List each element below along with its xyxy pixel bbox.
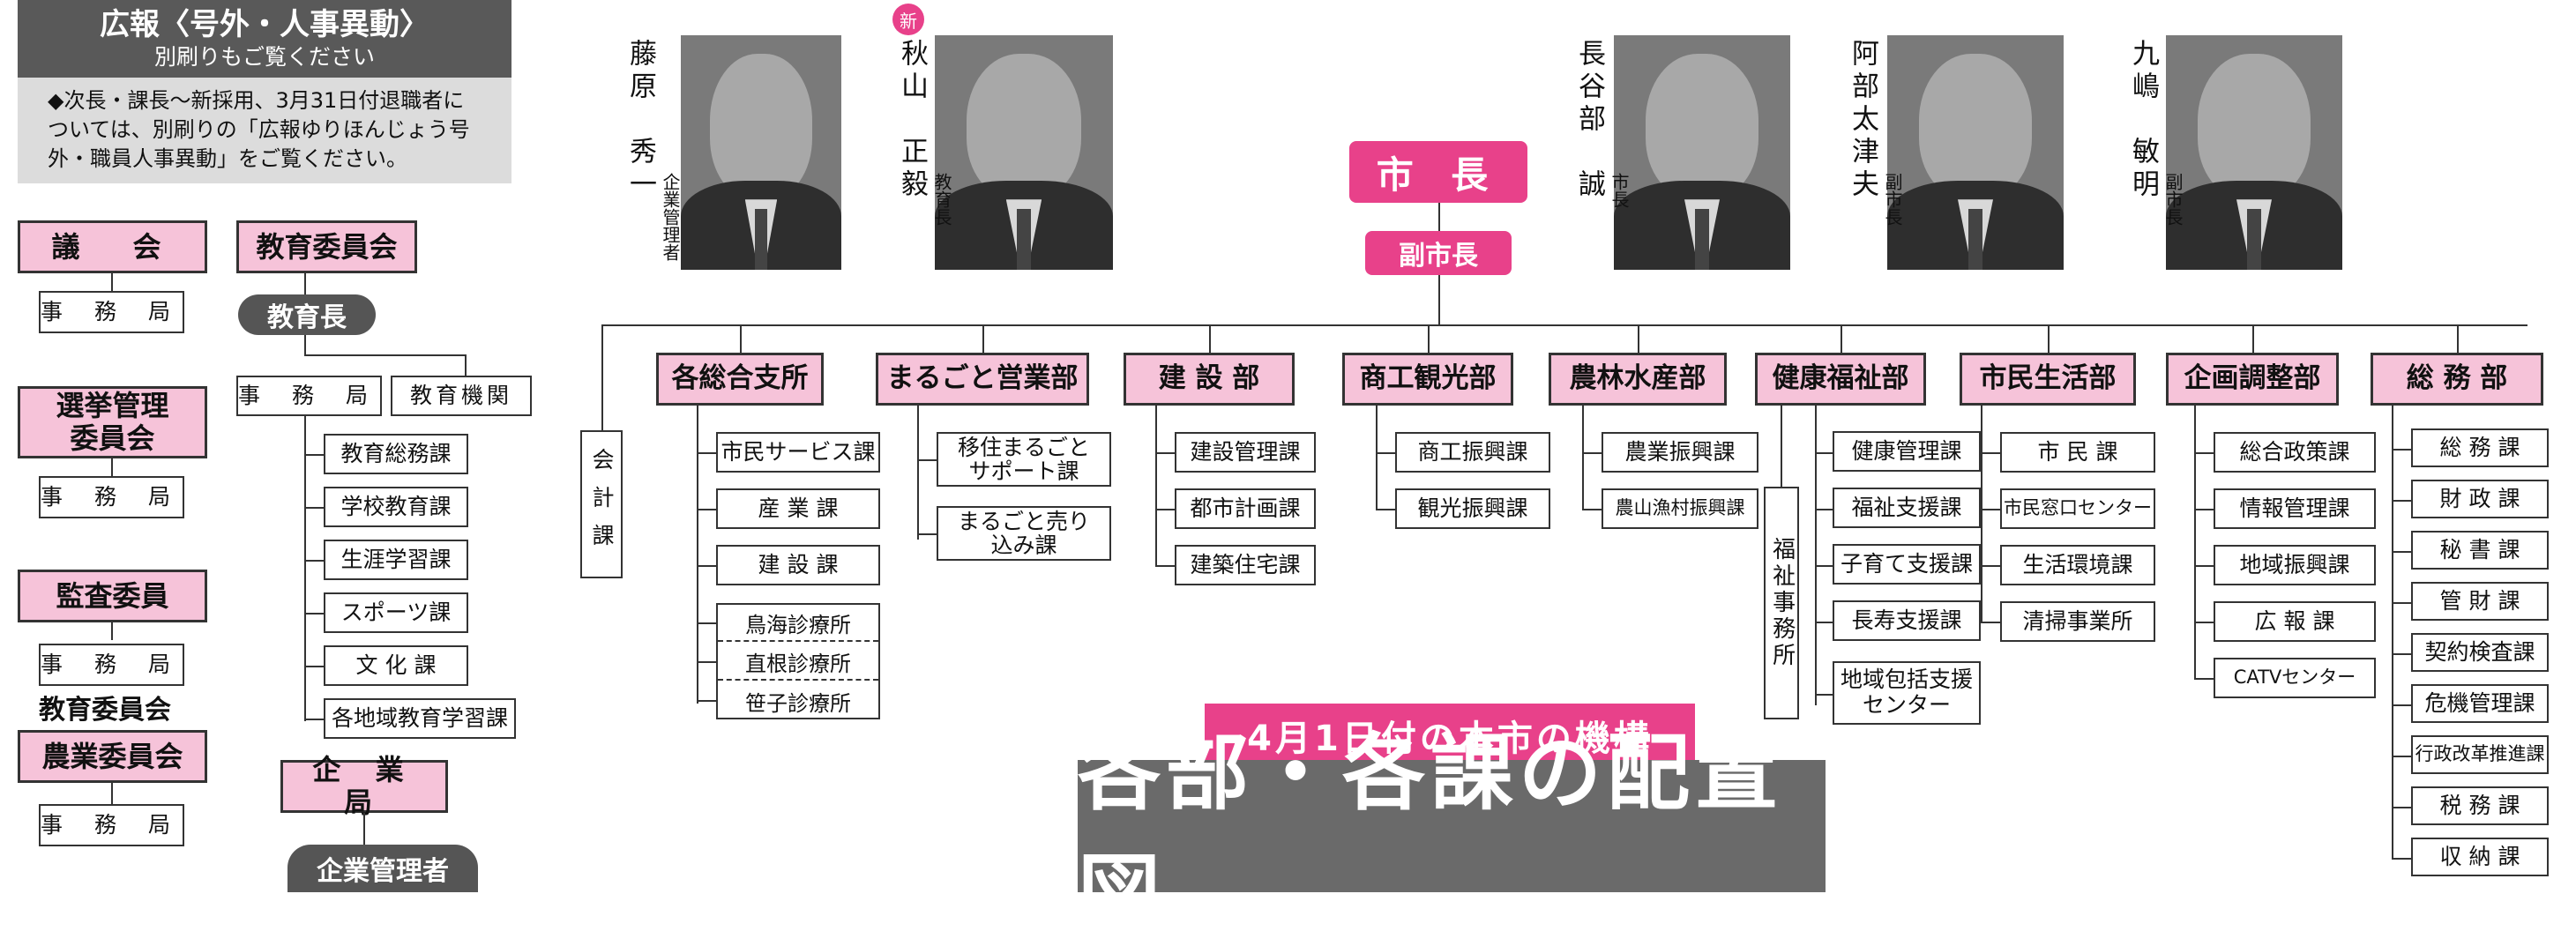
section-box: 地域包括支援センター [1833, 661, 1981, 725]
section-box: 商工振興課 [1395, 432, 1550, 473]
section-box: 財 政 課 [2411, 480, 2549, 518]
portrait-name: 九嶋 敏明 [2127, 39, 2159, 202]
section-box: 建築住宅課 [1175, 545, 1316, 585]
section-box: 税 務 課 [2411, 786, 2549, 825]
section-box: 総 務 課 [2411, 428, 2549, 467]
department-box: 健康福祉部 [1755, 353, 1926, 406]
department-box: 建 設 部 [1124, 353, 1295, 406]
clinic-group [716, 603, 880, 719]
portrait-title: 副市長 [2162, 173, 2184, 226]
portrait-photo [2166, 35, 2342, 270]
section-box: 収 納 課 [2411, 838, 2549, 876]
headline-main: 各部・各課の配置図 [1078, 726, 1826, 942]
section-box: 観光振興課 [1395, 488, 1550, 529]
notice-header: 広報〈号外・人事異動〉 別刷りもご覧ください [18, 0, 511, 78]
notice-subtitle: 別刷りもご覧ください [153, 44, 375, 70]
section-box: 子育て支援課 [1833, 544, 1981, 585]
section-box: 市 民 課 [2000, 432, 2155, 473]
portrait-title: 教育長 [931, 173, 952, 226]
section-box: 農業振興課 [1602, 432, 1758, 473]
section-box: 総合政策課 [2214, 432, 2376, 473]
section-box: 農山漁村振興課 [1602, 488, 1758, 529]
section-box: 情報管理課 [2214, 488, 2376, 529]
headline-sub: 4月1日付の本市の機構 [1205, 704, 1695, 767]
section-box: まるごと売り込み課 [937, 506, 1111, 561]
section-box: 契約検査課 [2411, 633, 2549, 672]
section-box: 市民サービス課 [716, 432, 880, 473]
section-box: 建設管理課 [1175, 432, 1316, 473]
department-box: 総 務 部 [2371, 353, 2543, 406]
mayor-box: 市 長 [1349, 141, 1527, 203]
section-box: 生活環境課 [2000, 545, 2155, 585]
education-section-box: スポーツ課 [324, 592, 468, 633]
section-box: CATVセンター [2214, 658, 2376, 698]
section-box: 健康管理課 [1833, 431, 1981, 472]
section-box: 行政改革推進課 [2411, 735, 2549, 774]
portrait-title: 副市長 [1882, 173, 1903, 226]
section-box: 危機管理課 [2411, 684, 2549, 723]
section-box: 移住まるごとサポート課 [937, 432, 1111, 487]
notice-title: 広報〈号外・人事異動〉 [100, 7, 429, 42]
section-box: 清掃事業所 [2000, 601, 2155, 642]
education-section-box: 生涯学習課 [324, 540, 468, 580]
department-box: 商工観光部 [1342, 353, 1513, 406]
section-box: 管 財 課 [2411, 582, 2549, 621]
notice-box: 広報〈号外・人事異動〉 別刷りもご覧ください ◆次長・課長～新採用、3月31日付… [18, 0, 511, 183]
kansa-box: 監査委員 [18, 570, 207, 622]
clinic-box: 鳥海診療所 [718, 605, 878, 642]
education-section-box: 教育総務課 [324, 434, 468, 474]
clinic-box: 笹子診療所 [745, 690, 851, 716]
section-box: 都市計画課 [1175, 488, 1316, 529]
education-section-box: 各地域教育学習課 [324, 698, 516, 739]
portrait-name: 藤原 秀一 [624, 39, 656, 202]
portrait-name: 秋山 正毅 [896, 39, 928, 202]
kansa-jimukyoku: 事 務 局 [39, 644, 184, 686]
education-kikan: 教育機関 [391, 376, 532, 416]
gikai-jimukyoku: 事 務 局 [39, 291, 184, 333]
section-box: 秘 書 課 [2411, 531, 2549, 570]
section-box: 市民窓口センター [2000, 488, 2155, 529]
office-box: 福祉事務所 [1764, 487, 1799, 719]
senkyo-box: 選挙管理委員会 [18, 386, 207, 458]
department-box: 企画調整部 [2166, 353, 2339, 406]
kansa-note: 教育委員会 [39, 695, 171, 726]
portrait-photo [1887, 35, 2064, 270]
portrait-title: 市長 [1609, 173, 1630, 208]
education-jimukyoku: 事 務 局 [236, 376, 382, 416]
department-box: まるごと営業部 [876, 353, 1089, 406]
section-box: 広 報 課 [2214, 601, 2376, 642]
section-box: 福祉支援課 [1833, 488, 1981, 528]
vice-mayor-box: 副市長 [1365, 231, 1512, 275]
gikai-box: 議 会 [18, 220, 207, 273]
portrait-title: 企業管理者 [660, 173, 681, 261]
kaikei-box: 会計課 [580, 430, 623, 578]
portrait-photo [935, 35, 1113, 270]
senkyo-jimukyoku: 事 務 局 [39, 476, 184, 518]
section-box: 地域振興課 [2214, 545, 2376, 585]
new-badge: 新 [892, 4, 924, 35]
section-box: 建 設 課 [716, 545, 880, 585]
section-box: 産 業 課 [716, 488, 880, 529]
education-board-box: 教育委員会 [236, 220, 417, 273]
department-box: 市民生活部 [1960, 353, 2136, 406]
section-box: 長寿支援課 [1833, 600, 1981, 641]
education-section-box: 文 化 課 [324, 645, 468, 686]
clinic-box: 直根診療所 [718, 644, 878, 681]
notice-body: ◆次長・課長～新採用、3月31日付退職者については、別刷りの「広報ゆりほんじょう… [48, 88, 470, 171]
department-box: 各総合支所 [656, 353, 824, 406]
department-box: 農林水産部 [1549, 353, 1727, 406]
portrait-photo [681, 35, 841, 270]
nogyo-box: 農業委員会 [18, 730, 207, 783]
enterprise-manager-pill: 企業管理者 [287, 845, 478, 892]
portrait-photo [1614, 35, 1790, 270]
enterprise-box: 企 業 局 [280, 754, 448, 818]
education-chief-pill: 教育長 [238, 294, 376, 335]
portrait-name: 長谷部 誠 [1573, 39, 1605, 202]
portrait-name: 阿部太津夫 [1847, 39, 1878, 202]
education-section-box: 学校教育課 [324, 487, 468, 527]
nogyo-jimukyoku: 事 務 局 [39, 804, 184, 846]
